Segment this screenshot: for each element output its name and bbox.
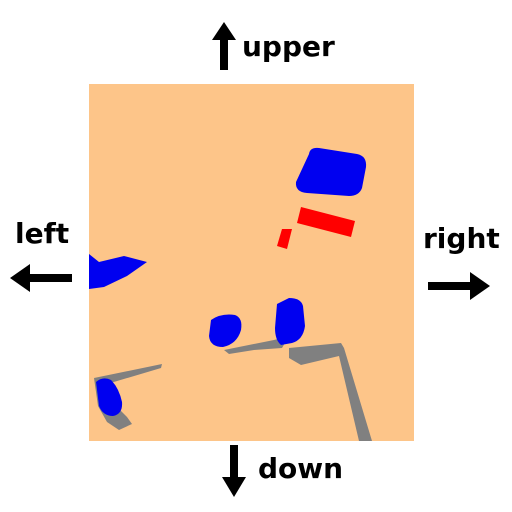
- blue-object-center: [209, 314, 242, 347]
- arrow-right-icon[interactable]: [426, 270, 492, 302]
- gray-path-right: [289, 343, 372, 441]
- arrow-down-icon[interactable]: [220, 443, 248, 499]
- arrow-up-icon[interactable]: [210, 20, 238, 72]
- blue-object-bottom-left: [96, 378, 123, 416]
- down-label: down: [258, 452, 344, 485]
- blue-object-center-right: [275, 298, 305, 345]
- game-field: [89, 84, 414, 441]
- blue-object-top-right: [295, 147, 367, 196]
- arrow-left-icon[interactable]: [8, 262, 74, 294]
- gray-path-upper: [224, 336, 289, 354]
- blue-object-left-edge: [89, 254, 147, 289]
- red-object-bar: [297, 207, 355, 237]
- red-object-small: [277, 229, 292, 249]
- left-label: left: [15, 217, 70, 250]
- right-label: right: [423, 222, 500, 255]
- upper-label: upper: [242, 30, 335, 63]
